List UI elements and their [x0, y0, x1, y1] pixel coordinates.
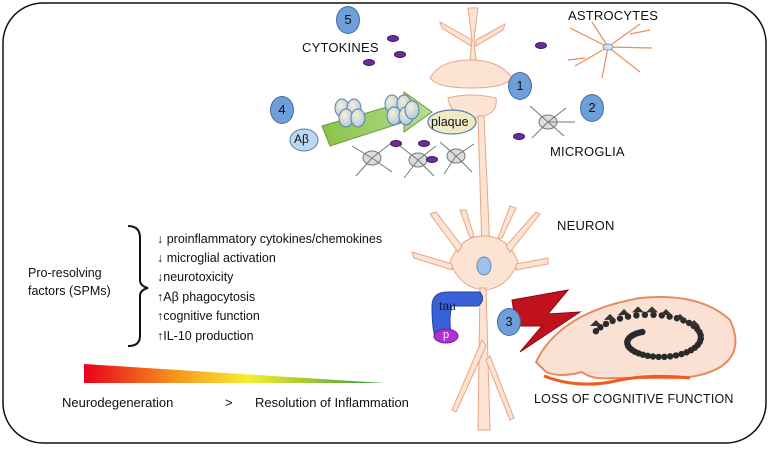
hippocampus-dot: [650, 311, 657, 318]
hippocampus-triangle: [604, 313, 616, 320]
hippocampus-dot: [641, 311, 649, 318]
microglia-cell-2: [399, 145, 437, 179]
gradient-scale: [84, 364, 384, 383]
hippocampus-dot: [655, 353, 662, 361]
spm-title-line2: factors (SPMs): [28, 284, 111, 298]
hippocampus-triangle: [632, 306, 644, 313]
hippocampus-dot: [616, 315, 624, 322]
scale-right-label: Resolution of Inflammation: [255, 395, 409, 410]
astrocyte-shape: [567, 21, 653, 79]
marker-2: 2: [580, 94, 604, 122]
hippocampus-edge: [543, 374, 691, 386]
tau-label: tau: [439, 299, 456, 313]
hippocampus-dot: [672, 352, 680, 359]
hippocampus-triangle: [618, 309, 630, 316]
hippocampus-triangle: [674, 313, 686, 320]
hippocampus-dot: [633, 312, 640, 319]
hippocampus-dot: [639, 328, 646, 336]
marker-4: 4: [270, 96, 294, 124]
cytokine-dot: [363, 59, 375, 66]
loss-label: LOSS OF COGNITIVE FUNCTION: [534, 392, 734, 406]
p-label: p: [443, 329, 450, 341]
p-shape: [433, 328, 459, 344]
hippocampus-dot: [592, 328, 600, 335]
spm-effect: ↑cognitive function: [157, 309, 260, 323]
cytokine-dot: [513, 133, 525, 140]
microglia-cell-1: [351, 143, 393, 177]
cytokine-dot: [418, 140, 430, 147]
hippocampus-dot: [667, 353, 674, 360]
marker-1: 1: [508, 72, 532, 100]
cytokine-dot: [387, 35, 399, 42]
hippocampus-triangle: [688, 320, 700, 326]
scale-symbol: >: [225, 395, 233, 410]
astrocytes-label: ASTROCYTES: [568, 8, 659, 23]
hippocampus-triangle: [660, 309, 672, 316]
cytokine-dot: [426, 156, 438, 163]
neuron-nucleus: [476, 256, 492, 276]
spm-brace: [127, 225, 149, 347]
hippocampus-dot: [649, 353, 657, 360]
spm-effect: ↓ microglial activation: [157, 251, 276, 265]
scale-left-label: Neurodegeneration: [62, 395, 174, 410]
cytokine-dot: [390, 140, 402, 147]
cytokine-dot: [394, 51, 406, 58]
cytokine-dot: [535, 42, 547, 49]
plaque: [427, 109, 477, 135]
spm-effect: ↑Aβ phagocytosis: [157, 290, 256, 304]
hippocampus-shape: [534, 295, 737, 380]
microglia-label: MICROGLIA: [550, 144, 625, 159]
spm-effect: ↓neurotoxicity: [157, 270, 234, 284]
hippocampus-dot: [644, 352, 651, 359]
abeta-label: Aβ: [294, 132, 309, 146]
spm-effect: ↓ proinflammatory cytokines/chemokines: [157, 232, 383, 246]
spm-title-line1: Pro-resolving: [28, 266, 102, 280]
marker-3: 3: [497, 308, 521, 336]
hippocampus-dot: [602, 320, 610, 328]
hippocampus-dot: [683, 349, 690, 356]
astrocyte-nucleus: [602, 43, 614, 51]
hippocampus-triangle: [646, 306, 658, 313]
hippocampus-dot: [661, 353, 668, 360]
microglia-cells: [351, 105, 575, 179]
abeta-monomer: [289, 128, 319, 152]
abeta-oligomers: [334, 94, 420, 128]
marker-5: 5: [336, 6, 360, 34]
hippocampus-triangle: [590, 320, 602, 326]
plaque-label: plaque: [431, 115, 469, 129]
hippocampus-dot: [678, 350, 685, 358]
spm-effect: ↑IL-10 production: [157, 329, 254, 343]
cytokines-label: CYTOKINES: [302, 40, 379, 55]
hippocampus-cell-layer: [590, 306, 704, 361]
microglia-cell-3: [439, 141, 475, 175]
neuron-label: NEURON: [557, 218, 615, 233]
microglia-cell-right: [529, 105, 575, 139]
